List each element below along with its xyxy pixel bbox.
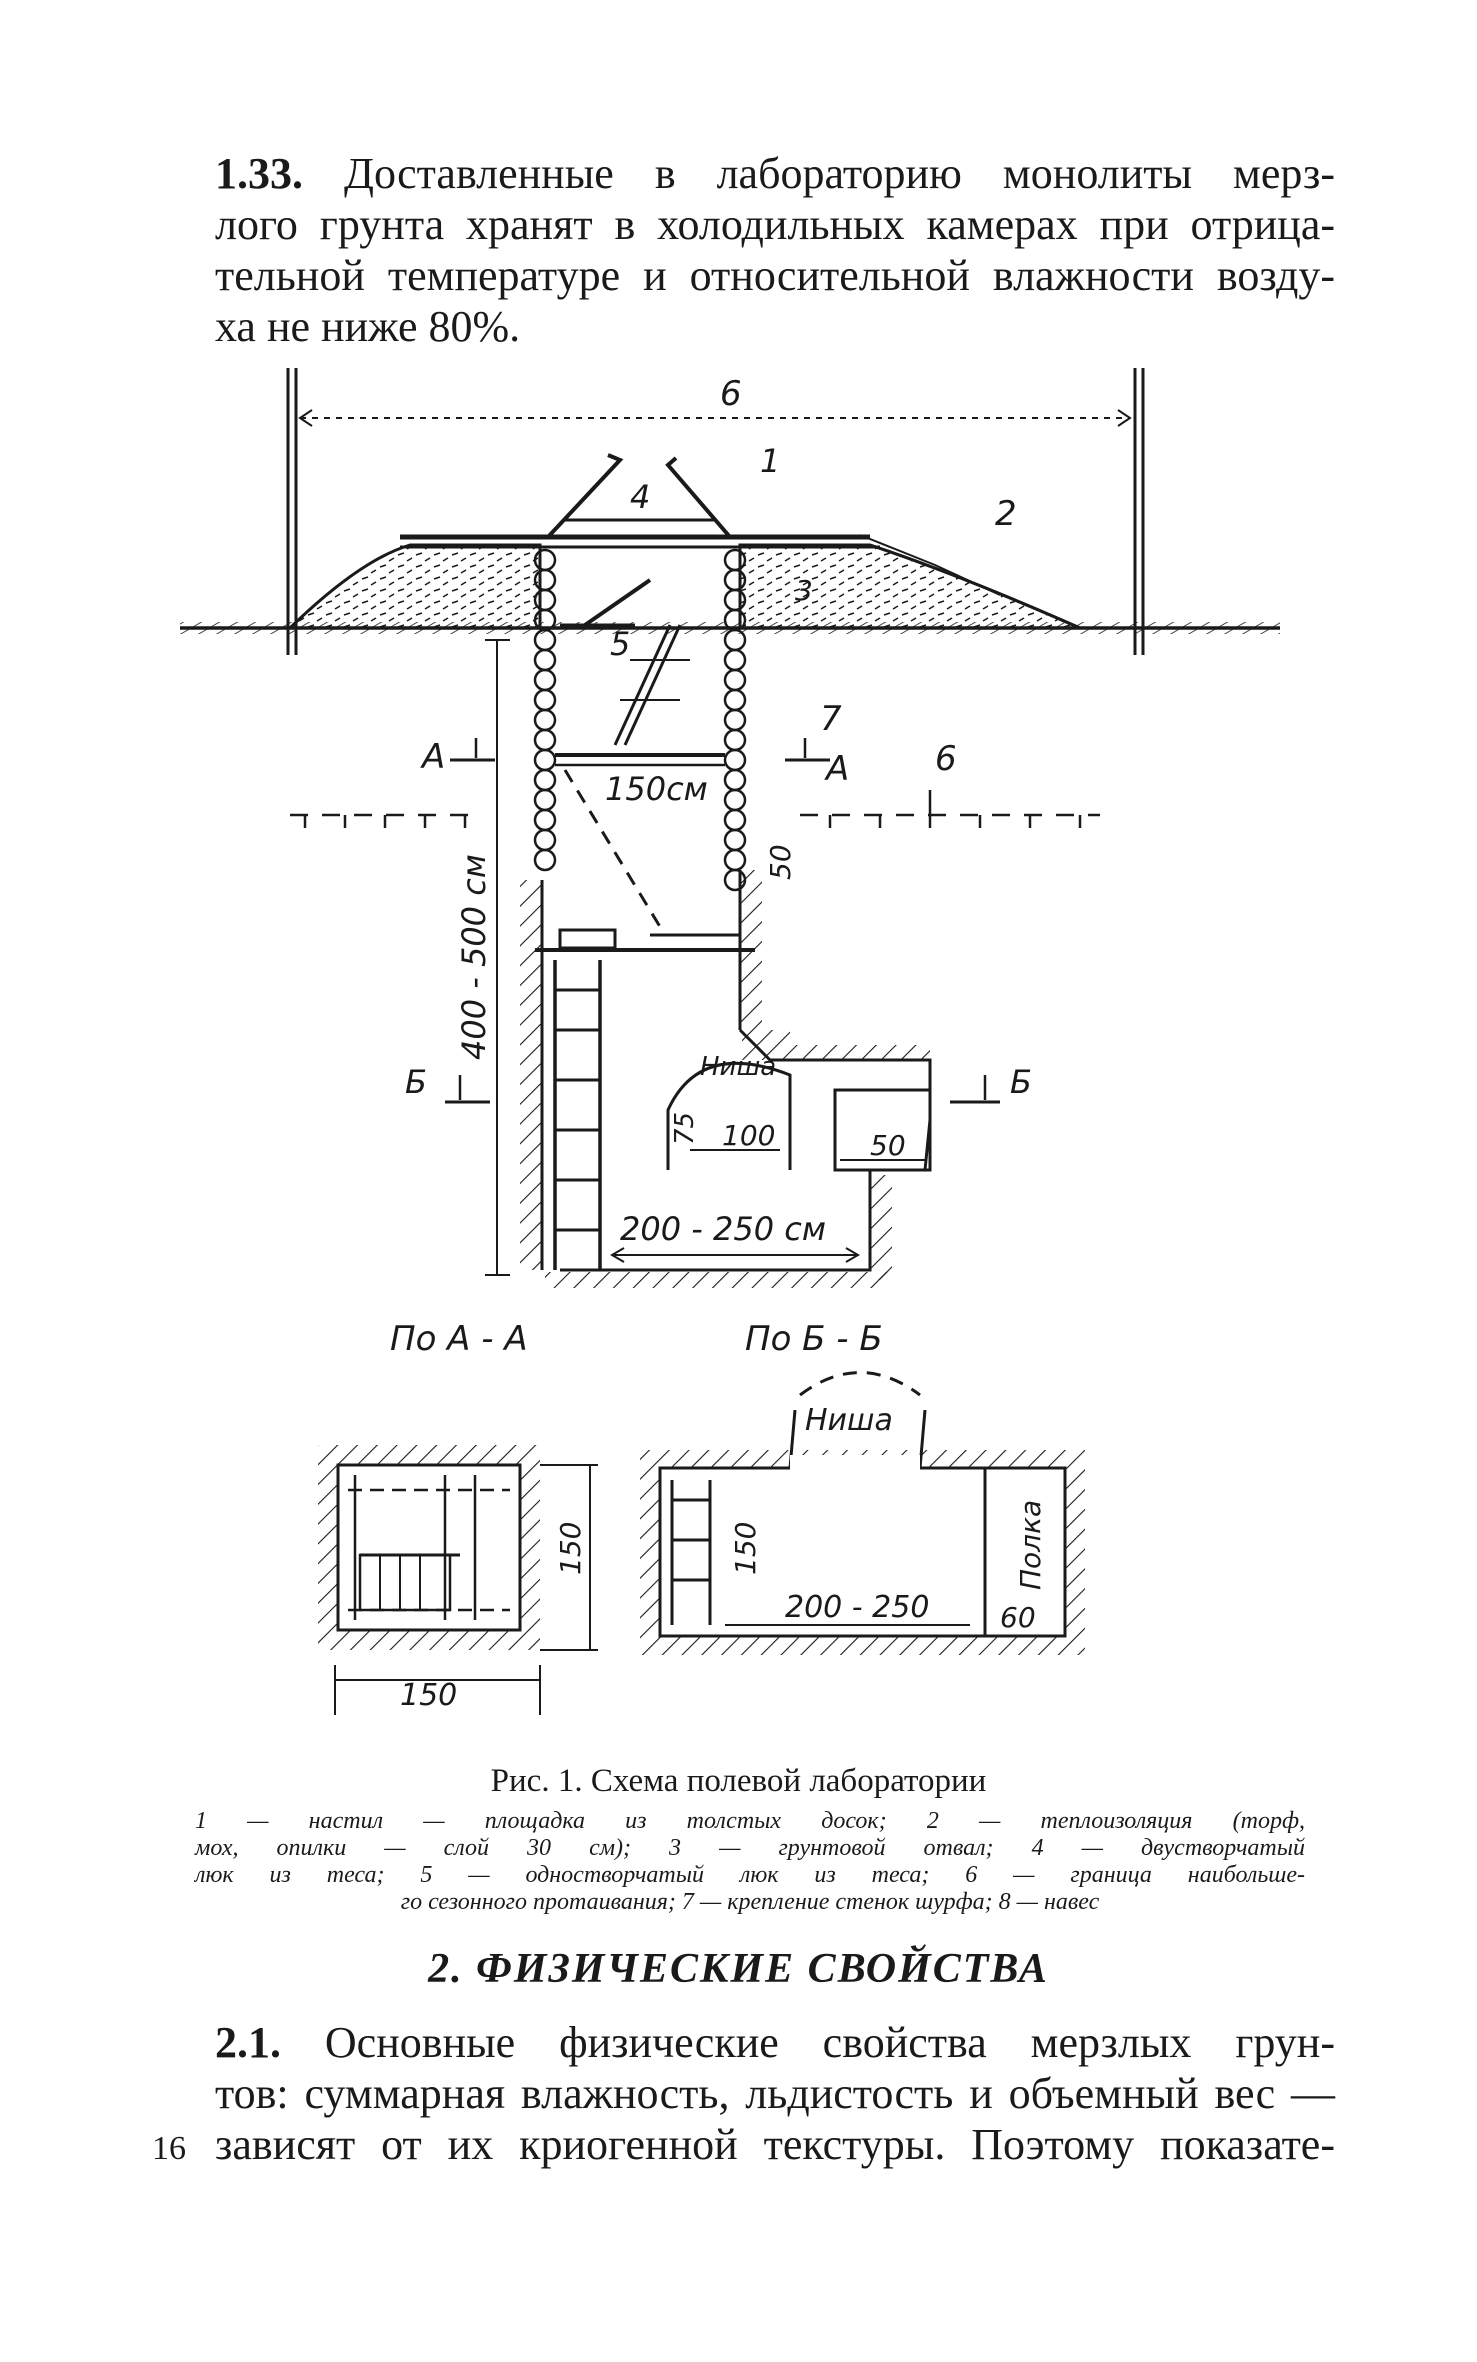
label-6-top: 6 — [720, 374, 742, 414]
para2-line-2: тов: суммарная влажность, льдистость и о… — [215, 2069, 1335, 2118]
label-100: 100 — [722, 1119, 775, 1152]
label-aa-150-h: 150 — [400, 1678, 457, 1713]
label-bb-150: 150 — [729, 1522, 762, 1575]
para2-line-1: 2.1. Основные физические свойства мерзлы… — [215, 2018, 1335, 2067]
label-bb-niche: Ниша — [805, 1403, 893, 1438]
label-3: 3 — [795, 574, 813, 607]
label-5: 5 — [610, 625, 630, 663]
label-7: 7 — [820, 699, 842, 739]
para1-line-4: ха не ниже 80%. — [215, 302, 521, 351]
page-number: 16 — [152, 2130, 186, 2167]
label-A-right: A — [824, 749, 849, 789]
label-A-left: A — [420, 737, 445, 777]
para1-line-2: лого грунта хранят в холодильных камерах… — [215, 200, 1335, 249]
legend-line-4: го сезонного протаивания; 7 — крепление … — [400, 1889, 1100, 1915]
label-section-bb: По Б - Б — [745, 1319, 883, 1359]
legend-line-3: люк из теса; 5 — одностворчатый люк из т… — [195, 1862, 1305, 1888]
label-bb-200-250: 200 - 250 — [785, 1590, 929, 1625]
paragraph-1-33: 1.33. Доставленные в лабораторию монолит… — [215, 148, 1335, 352]
legend-line-2: мох, опилки — слой 30 см); 3 — грунтовой… — [195, 1835, 1305, 1861]
label-2: 2 — [995, 494, 1017, 534]
para1-number: 1.33. — [215, 149, 303, 198]
label-1: 1 — [760, 442, 780, 480]
label-50b: 50 — [870, 1129, 906, 1162]
section-heading: 2. ФИЗИЧЕСКИЕ СВОЙСТВА — [428, 1946, 1049, 1992]
label-aa-150-v: 150 — [554, 1522, 587, 1575]
label-150cm: 150см — [605, 770, 708, 808]
label-section-aa: По А - А — [390, 1319, 528, 1359]
paragraph-2-1: 2.1. Основные физические свойства мерзлы… — [215, 2017, 1335, 2170]
label-200-250cm: 200 - 250 см — [620, 1210, 826, 1248]
label-bb-60: 60 — [1000, 1601, 1036, 1634]
para1-line-1: 1.33. Доставленные в лабораторию монолит… — [215, 149, 1335, 198]
label-75: 75 — [670, 1112, 700, 1145]
figure-legend: 1 — настил — площадка из толстых досок; … — [195, 1808, 1305, 1916]
label-B-left: Б — [405, 1063, 427, 1101]
label-400-500: 400 - 500 см — [455, 854, 493, 1060]
figure-caption: Рис. 1. Схема полевой лаборатории — [490, 1763, 987, 1799]
label-B-right: Б — [1010, 1063, 1032, 1101]
label-bb-shelf: Полка — [1014, 1500, 1047, 1590]
para1-line-3: тельной температуре и относительной влаж… — [215, 251, 1335, 300]
label-niche: Ниша — [700, 1052, 776, 1082]
legend-line-1: 1 — настил — площадка из толстых досок; … — [195, 1808, 1305, 1834]
label-50: 50 — [764, 844, 797, 880]
label-4: 4 — [630, 478, 650, 516]
field-lab-schematic: 6 1 4 2 3 5 7 A A 6 150см 50 400 - 500 с… — [180, 368, 1280, 1715]
para2-number: 2.1. — [215, 2018, 281, 2067]
para2-line-3: зависят от их криогенной текстуры. Поэто… — [215, 2120, 1335, 2169]
label-6-mid: 6 — [935, 739, 957, 779]
